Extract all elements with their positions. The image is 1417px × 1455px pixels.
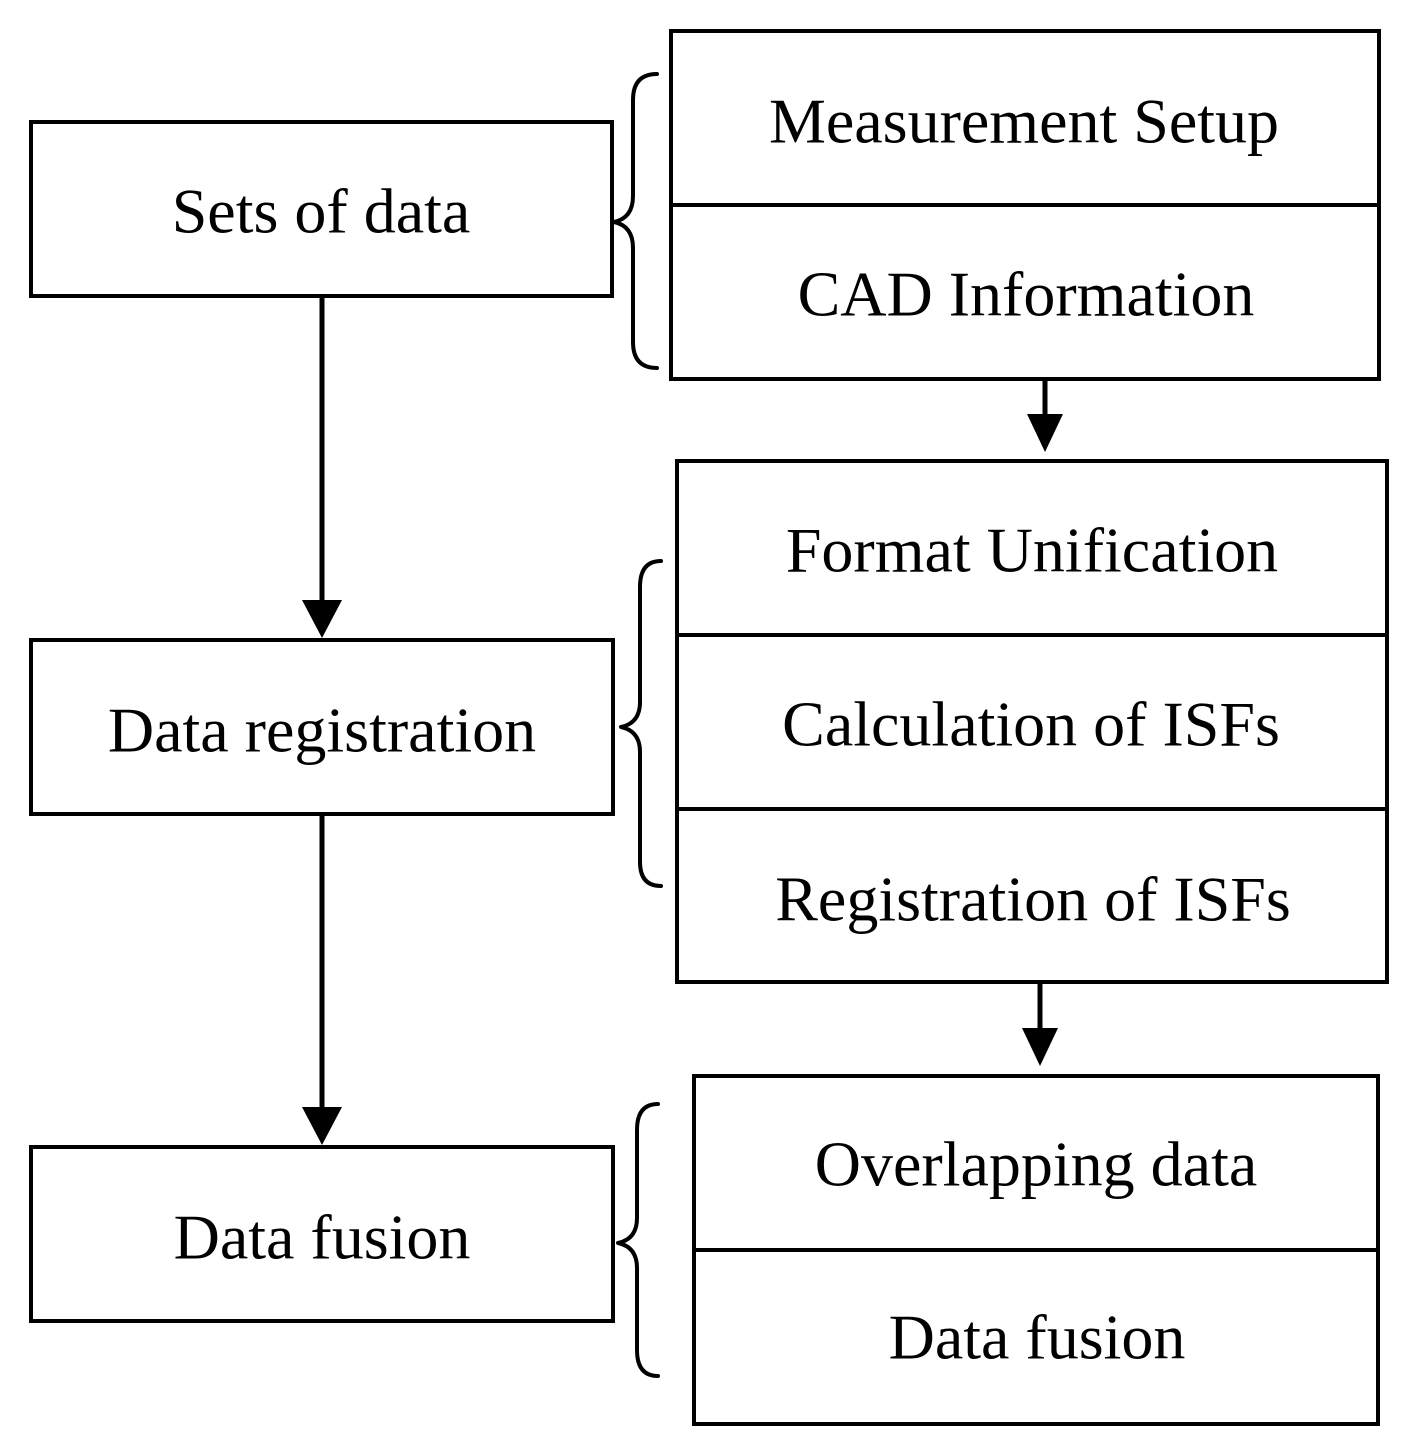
detail-group-sets-of-data: Measurement Setup CAD Information bbox=[669, 29, 1381, 381]
detail-measurement-setup: Measurement Setup bbox=[769, 86, 1279, 157]
step-data-registration: Data registration bbox=[29, 638, 615, 816]
step-label: Sets of data bbox=[172, 176, 471, 247]
step-box bbox=[29, 120, 614, 298]
detail-group-data-registration: Format Unification Calculation of ISFs R… bbox=[675, 459, 1389, 984]
arrow-detail-1-to-2 bbox=[1027, 381, 1063, 452]
arrow-head bbox=[302, 600, 342, 638]
arrow-head bbox=[1027, 414, 1063, 452]
detail-group-data-fusion: Overlapping data Data fusion bbox=[692, 1074, 1380, 1426]
detail-calculation-of-isfs: Calculation of ISFs bbox=[782, 689, 1280, 760]
arrow-detail-2-to-3 bbox=[1022, 984, 1058, 1066]
arrow-sets-to-registration bbox=[302, 296, 342, 638]
detail-format-unification: Format Unification bbox=[786, 515, 1278, 586]
detail-registration-of-isfs: Registration of ISFs bbox=[775, 864, 1291, 935]
detail-cad-information: CAD Information bbox=[798, 259, 1255, 330]
step-sets-of-data: Sets of data bbox=[29, 120, 614, 298]
brace-data-fusion bbox=[616, 1102, 660, 1378]
brace-data-registration bbox=[619, 559, 663, 888]
detail-data-fusion: Data fusion bbox=[889, 1302, 1186, 1373]
step-box bbox=[29, 638, 615, 816]
step-label: Data registration bbox=[108, 695, 536, 766]
step-label: Data fusion bbox=[174, 1202, 471, 1273]
detail-box bbox=[675, 459, 1389, 984]
step-box bbox=[29, 1145, 615, 1323]
arrow-head bbox=[302, 1107, 342, 1145]
arrow-registration-to-fusion bbox=[302, 814, 342, 1145]
step-data-fusion: Data fusion bbox=[29, 1145, 615, 1323]
arrow-head bbox=[1022, 1028, 1058, 1066]
detail-overlapping-data: Overlapping data bbox=[815, 1129, 1258, 1200]
brace-sets-of-data bbox=[612, 72, 659, 370]
